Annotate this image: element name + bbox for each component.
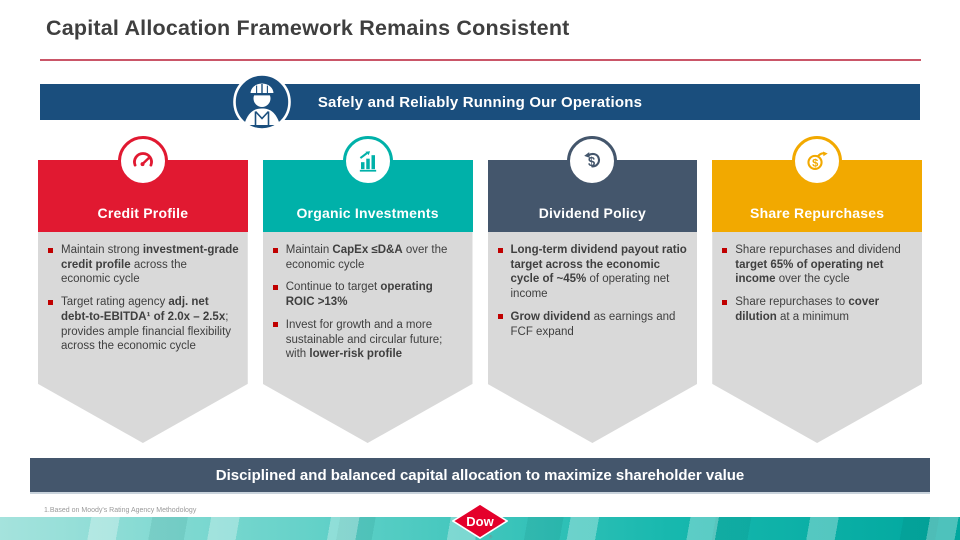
bar-chart-growth-icon (342, 136, 393, 186)
summary-banner: Disciplined and balanced capital allocat… (30, 458, 930, 494)
bullet-list: Maintain strong investment-grade credit … (45, 243, 239, 354)
pillar-column-credit-profile: Credit Profile Maintain strong investmen… (38, 136, 248, 443)
share-buyback-icon: $ (792, 136, 843, 186)
gauge-icon (117, 136, 168, 186)
bullet-item: Target rating agency adj. net debt-to-EB… (45, 295, 239, 354)
bullet-list: Long-term dividend payout ratio target a… (495, 243, 689, 339)
bullet-item: Invest for growth and a more sustainable… (270, 318, 464, 362)
bullet-item: Maintain strong investment-grade credit … (45, 243, 239, 287)
pillar-header: Share Repurchases (712, 160, 922, 232)
pillar-title: Credit Profile (97, 205, 189, 221)
dividend-cycle-icon: $ (567, 136, 618, 186)
bullet-item: Continue to target operating ROIC >13% (270, 280, 464, 309)
pillar-body: Long-term dividend payout ratio target a… (487, 232, 698, 443)
registered-mark: ® (489, 534, 493, 540)
bullet-item: Grow dividend as earnings and FCF expand (495, 310, 689, 339)
bullet-list: Maintain CapEx ≤D&A over the economic cy… (270, 243, 464, 362)
bullet-item: Maintain CapEx ≤D&A over the economic cy… (270, 243, 464, 272)
pillar-title: Organic Investments (296, 205, 439, 221)
bullet-item: Share repurchases and dividend target 65… (719, 243, 913, 287)
dow-logo: Dow ® (451, 503, 509, 540)
bullet-item: Long-term dividend payout ratio target a… (495, 243, 689, 302)
safety-banner-label: Safely and Reliably Running Our Operatio… (317, 93, 643, 111)
safety-banner: Safely and Reliably Running Our Operatio… (40, 84, 920, 120)
dow-logo-text: Dow (466, 514, 494, 529)
pillar-column-dividend-policy: $ Dividend Policy Long-term dividend pay… (487, 136, 698, 443)
pillar-header: Dividend Policy (487, 160, 698, 232)
pillar-title: Dividend Policy (538, 205, 646, 221)
title-underline (40, 59, 921, 61)
pillar-body: Share repurchases and dividend target 65… (712, 232, 922, 443)
pillar-body: Maintain CapEx ≤D&A over the economic cy… (262, 232, 473, 443)
summary-banner-label: Disciplined and balanced capital allocat… (215, 466, 745, 484)
pillar-columns: Credit Profile Maintain strong investmen… (38, 136, 922, 443)
pillar-column-share-repurchases: $ Share Repurchases Share repurchases an… (712, 136, 922, 443)
bullet-item: Share repurchases to cover dilution at a… (719, 295, 913, 324)
pillar-title: Share Repurchases (750, 205, 885, 221)
svg-text:$: $ (812, 158, 818, 170)
footnote: 1.Based on Moody's Rating Agency Methodo… (44, 507, 197, 514)
svg-text:$: $ (588, 154, 595, 169)
worker-safety-icon (232, 72, 292, 132)
pillar-body: Maintain strong investment-grade credit … (38, 232, 248, 443)
bullet-list: Share repurchases and dividend target 65… (719, 243, 913, 325)
pillar-column-organic-investments: Organic Investments Maintain CapEx ≤D&A … (262, 136, 473, 443)
page-title: Capital Allocation Framework Remains Con… (46, 16, 570, 40)
